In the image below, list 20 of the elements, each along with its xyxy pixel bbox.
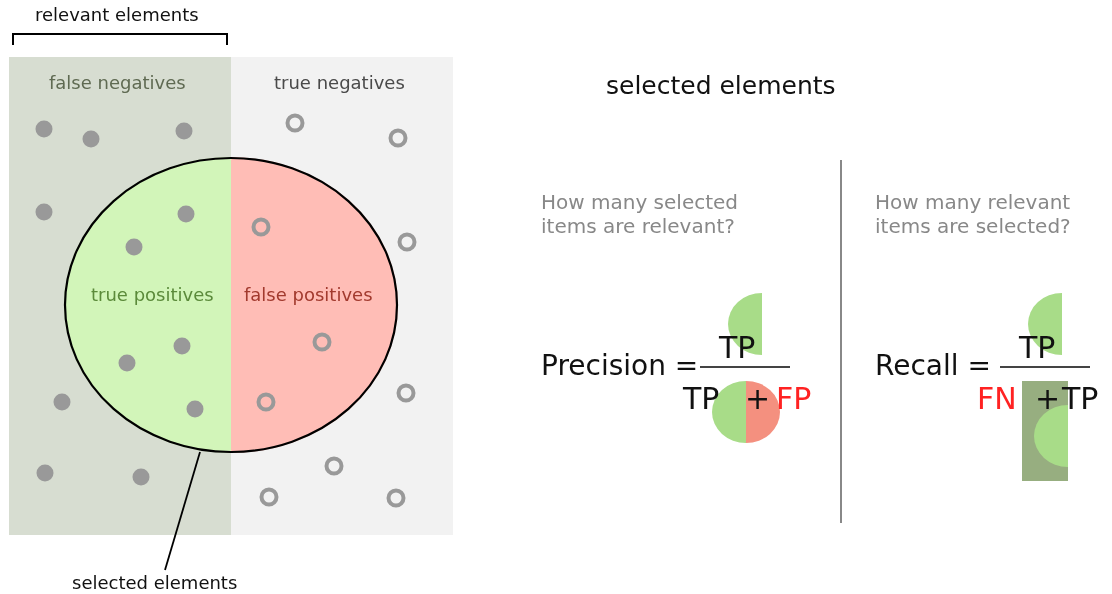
formula-term: TP [719,331,756,366]
bracket-label: relevant elements [35,5,199,26]
leader-label: selected elements [72,572,238,593]
region-label: false positives [244,285,373,306]
formula-term: FP [776,382,812,417]
leader-line [164,451,201,571]
region-label: true positives [91,285,214,306]
formula-term: Recall = [875,350,991,383]
formula-term: + [1035,382,1061,417]
question-text: How many selected items are relevant? [541,190,740,238]
formula-term: TP [1019,331,1056,366]
region-label: true negatives [274,73,405,94]
formula-term: + [745,382,771,417]
formula-term: TP [683,382,720,417]
section-heading: selected elements [606,72,836,101]
formula-term: TP [1062,382,1099,417]
formula-term: Precision = [541,350,699,383]
formula-term: FN [977,382,1017,417]
question-text: How many relevant items are selected? [875,190,1072,238]
region-label: false negatives [49,73,186,94]
